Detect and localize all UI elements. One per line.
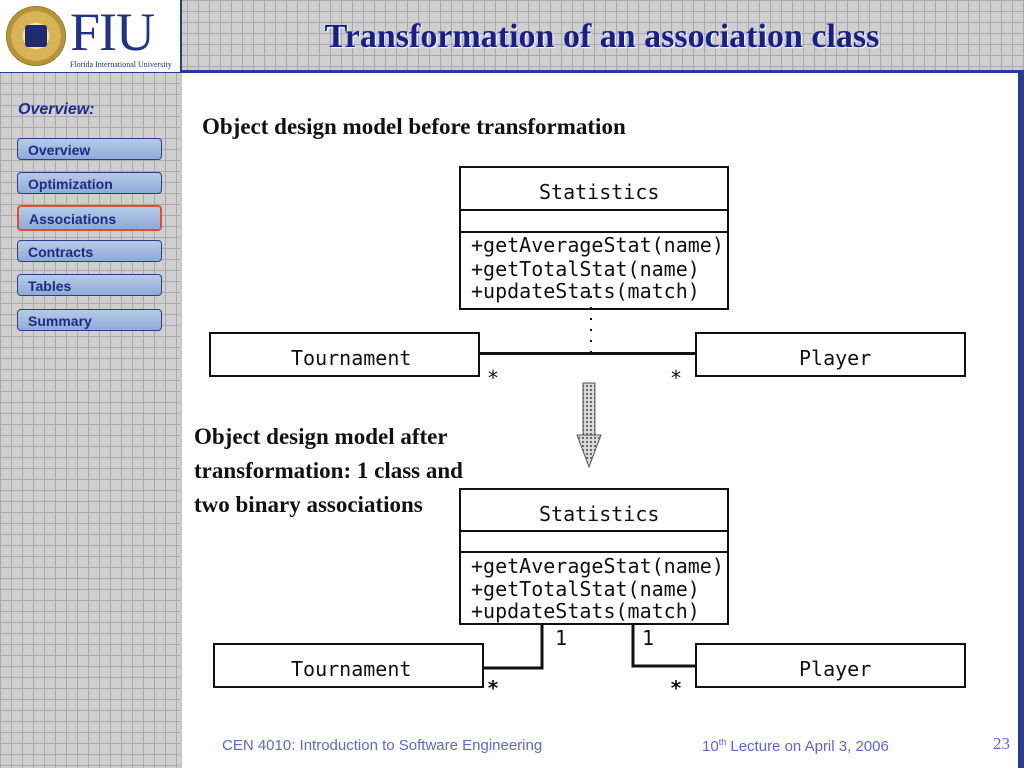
nav-associations-button[interactable]: Associations [17, 205, 162, 231]
class-name: Statistics [539, 502, 660, 526]
after-heading-line2: transformation: 1 class and [194, 458, 463, 483]
class-name: Player [799, 657, 872, 681]
before-heading: Object design model before transformatio… [202, 114, 626, 139]
page-number: 23 [993, 734, 1010, 753]
logo-text: FIU [70, 2, 155, 62]
logo: FIU Florida International University [0, 0, 182, 72]
operation: +updateStats(match) [471, 599, 700, 623]
transformation-arrow-icon [576, 382, 602, 469]
operation: +getAverageStat(name) [471, 233, 724, 257]
footer-lecture: 10th Lecture on April 3, 2006 [702, 737, 889, 755]
class-divider [459, 209, 729, 211]
sidebar-heading: Overview: [18, 101, 95, 118]
class-name: Player [799, 346, 872, 370]
class-name: Statistics [539, 180, 660, 204]
footer-course: CEN 4010: Introduction to Software Engin… [222, 737, 543, 754]
after-heading-line1: Object design model after [194, 424, 448, 449]
after-heading-line3: two binary associations [194, 492, 423, 517]
class-divider [459, 530, 729, 532]
multiplicity-right: * [670, 676, 683, 700]
operation: +getTotalStat(name) [471, 577, 700, 601]
statistics-class-before: Statistics [459, 166, 729, 310]
multiplicity-right-top: 1 [642, 626, 655, 650]
statistics-class-after: Statistics [459, 488, 729, 625]
player-class-before: Player [695, 332, 966, 377]
multiplicity-left: * [487, 676, 500, 700]
nav-contracts-button[interactable]: Contracts [17, 240, 162, 262]
lecture-suffix: th [718, 737, 727, 747]
class-divider [459, 551, 729, 553]
operation: +getAverageStat(name) [471, 554, 724, 578]
header-divider [0, 70, 1024, 73]
player-class-after: Player [695, 643, 966, 688]
class-name: Tournament [291, 657, 412, 681]
association-line [480, 352, 695, 355]
tournament-class-before: Tournament [209, 332, 480, 377]
class-divider [459, 231, 729, 233]
association-class-dashed-line [590, 296, 592, 352]
nav-summary-button[interactable]: Summary [17, 309, 162, 331]
lecture-number: 10 [702, 738, 719, 755]
nav-overview-button[interactable]: Overview [17, 138, 162, 160]
nav-tables-button[interactable]: Tables [17, 274, 162, 296]
class-name: Tournament [291, 346, 412, 370]
nav-optimization-button[interactable]: Optimization [17, 172, 162, 194]
operation: +getTotalStat(name) [471, 257, 700, 281]
slide-title: Transformation of an association class [324, 18, 880, 55]
multiplicity-left: * [487, 366, 500, 390]
university-seal-icon [6, 6, 66, 66]
tournament-class-after: Tournament [213, 643, 484, 688]
multiplicity-right: * [670, 366, 683, 390]
logo-subtitle: Florida International University [70, 60, 172, 69]
lecture-date: Lecture on April 3, 2006 [726, 738, 889, 755]
operation: +updateStats(match) [471, 279, 700, 303]
binary-association-lines [484, 624, 695, 670]
multiplicity-left-top: 1 [555, 626, 568, 650]
